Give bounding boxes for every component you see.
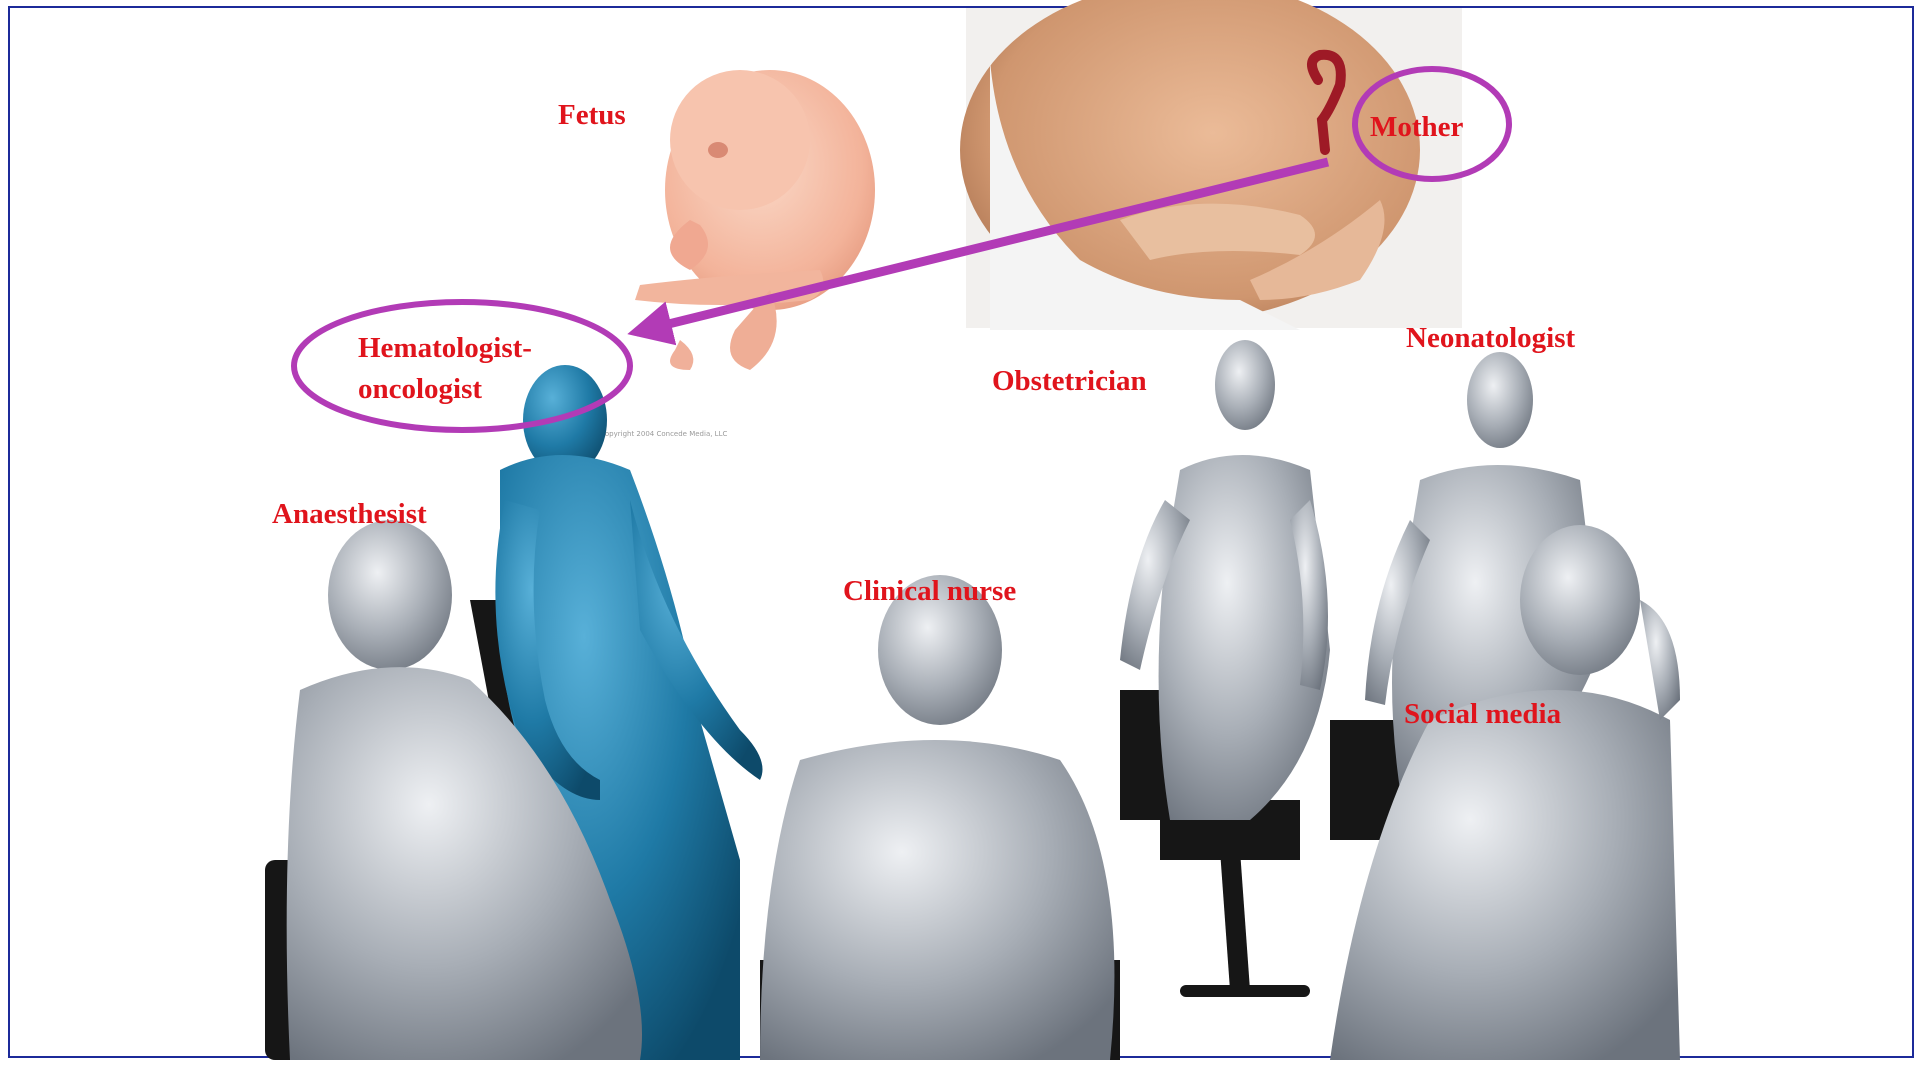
- anaesthesist-label: Anaesthesist: [272, 498, 427, 530]
- hematologist-label-line2: oncologist: [358, 373, 482, 405]
- hematologist-highlight-ellipse: [294, 302, 630, 430]
- fetus-illustration: Copyright 2004 Concede Media, LLC: [600, 70, 875, 438]
- clinical-nurse-figure: [760, 575, 1114, 1060]
- fetus-copyright: Copyright 2004 Concede Media, LLC: [600, 430, 727, 438]
- mother-label: Mother: [1370, 111, 1464, 143]
- obstetrician-label: Obstetrician: [992, 365, 1147, 397]
- social-media-label: Social media: [1404, 698, 1562, 730]
- clinical-nurse-label: Clinical nurse: [843, 575, 1016, 607]
- hematologist-label-line1: Hematologist-: [358, 332, 532, 364]
- pregnant-belly-photo: [960, 0, 1462, 330]
- fetus-label: Fetus: [558, 99, 626, 131]
- neonatologist-label: Neonatologist: [1406, 322, 1576, 354]
